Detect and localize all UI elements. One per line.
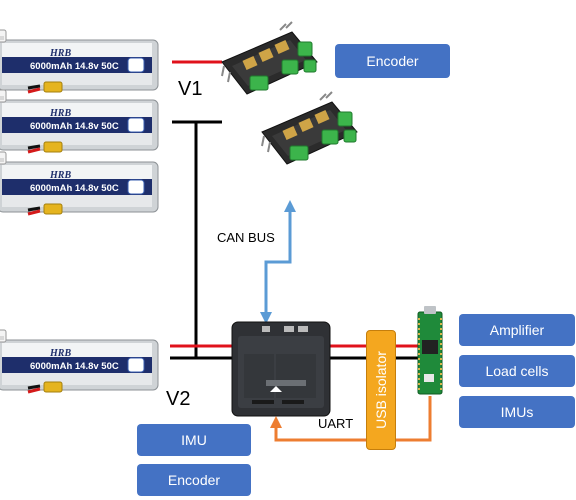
battery-2-spec: 6000mAh 14.8v 50C: [30, 121, 119, 132]
can-bus-label: CAN BUS: [217, 230, 275, 245]
v1-label: V1: [178, 78, 203, 100]
usb-isolator: USB isolator: [366, 330, 396, 450]
battery-3-brand: HRB: [49, 170, 71, 181]
battery-4-brand: HRB: [49, 348, 71, 359]
encoder-box-top: Encoder: [335, 44, 450, 78]
battery-3-spec: 6000mAh 14.8v 50C: [30, 183, 119, 194]
imus-box: IMUs: [459, 396, 575, 428]
battery-4-spec: 6000mAh 14.8v 50C: [30, 361, 119, 372]
controller-board: [231, 321, 331, 417]
can-bus-line: [264, 210, 292, 318]
imu-box: IMU: [137, 424, 251, 456]
teensy-board: [417, 306, 443, 395]
uart-line: [274, 396, 432, 442]
v2-label: V2: [166, 388, 191, 410]
encoder-box-bottom: Encoder: [137, 464, 251, 496]
can-bus-arrowhead-top: [284, 200, 296, 212]
usb-isolator-label: USB isolator: [373, 351, 389, 429]
battery-1-spec: 6000mAh 14.8v 50C: [30, 61, 119, 72]
battery-1-brand: HRB: [49, 48, 71, 59]
uart-label: UART: [318, 416, 354, 431]
amplifier-box: Amplifier: [459, 314, 575, 346]
can-bus-arrowhead-bottom: [260, 312, 272, 324]
uart-arrowhead: [270, 416, 282, 428]
load-cells-box: Load cells: [459, 355, 575, 387]
motor-driver-1: [221, 21, 318, 95]
battery-2-brand: HRB: [49, 108, 71, 119]
motor-driver-2: [261, 91, 358, 165]
